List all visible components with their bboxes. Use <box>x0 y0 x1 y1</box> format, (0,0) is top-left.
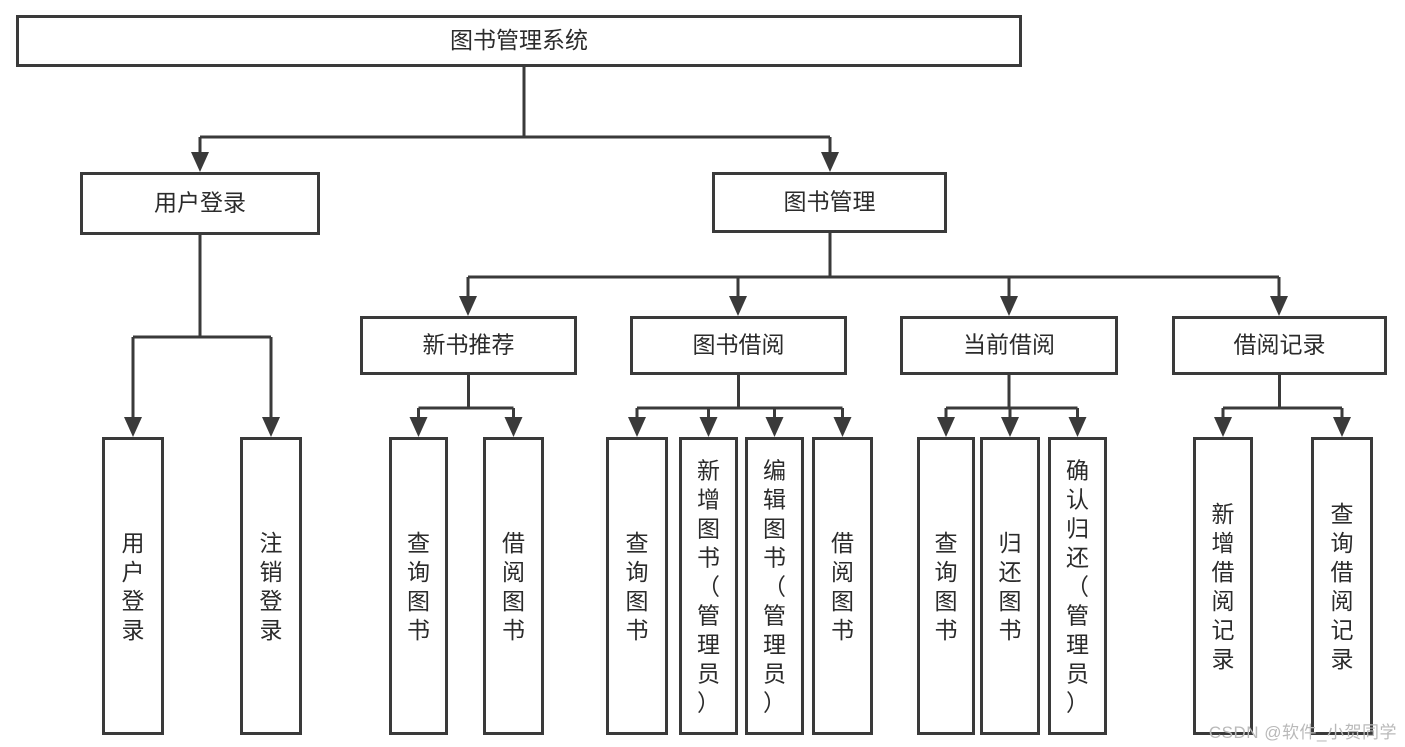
node-label: 新书推荐 <box>423 332 515 358</box>
node-leaf[interactable]: 用户登录 <box>102 437 164 735</box>
arrow-head-icon <box>765 417 784 437</box>
node-level2[interactable]: 当前借阅 <box>900 316 1118 375</box>
node-leaf[interactable]: 查询图书 <box>606 437 668 735</box>
node-label: 当前借阅 <box>963 332 1055 358</box>
node-leaf[interactable]: 新增图书（管理员） <box>679 437 738 735</box>
node-box[interactable] <box>1172 316 1387 375</box>
node-label: 查询图书 <box>935 530 958 643</box>
node-box[interactable] <box>483 437 544 735</box>
node-leaf[interactable]: 新增借阅记录 <box>1193 437 1253 735</box>
node-box[interactable] <box>679 437 738 735</box>
node-leaf[interactable]: 归还图书 <box>980 437 1040 735</box>
node-label: 查询图书 <box>407 530 430 643</box>
node-leaf[interactable]: 查询图书 <box>917 437 975 735</box>
node-label: 借阅图书 <box>502 530 525 643</box>
node-level1[interactable]: 用户登录 <box>80 172 320 235</box>
node-box[interactable] <box>812 437 873 735</box>
node-label: 借阅图书 <box>831 530 854 643</box>
node-level2[interactable]: 新书推荐 <box>360 316 577 375</box>
arrow-head-icon <box>821 152 839 172</box>
arrow-head-icon <box>262 417 280 437</box>
node-label: 查询借阅记录 <box>1331 501 1354 672</box>
node-box[interactable] <box>102 437 164 735</box>
arrow-head-icon <box>1214 417 1232 437</box>
node-leaf[interactable]: 编辑图书（管理员） <box>745 437 804 735</box>
node-box[interactable] <box>1193 437 1253 735</box>
node-box[interactable] <box>630 316 847 375</box>
node-label: 新增借阅记录 <box>1212 501 1235 672</box>
node-box[interactable] <box>745 437 804 735</box>
node-label: 确认归还（管理员） <box>1066 458 1089 716</box>
node-label: 新增图书（管理员） <box>697 458 720 716</box>
node-label: 用户登录 <box>154 190 246 216</box>
arrow-head-icon <box>124 417 142 437</box>
node-label: 归还图书 <box>999 530 1022 643</box>
node-label: 图书管理系统 <box>450 27 588 53</box>
arrow-head-icon <box>409 417 428 437</box>
node-box[interactable] <box>80 172 320 235</box>
node-label: 注销登录 <box>260 530 283 643</box>
node-leaf[interactable]: 确认归还（管理员） <box>1048 437 1107 735</box>
node-level1[interactable]: 图书管理 <box>712 172 947 233</box>
node-leaf[interactable]: 借阅图书 <box>483 437 544 735</box>
arrow-head-icon <box>191 152 209 172</box>
node-level2[interactable]: 图书借阅 <box>630 316 847 375</box>
node-box[interactable] <box>240 437 302 735</box>
arrow-head-icon <box>729 296 747 316</box>
arrow-head-icon <box>504 417 523 437</box>
node-label: 图书借阅 <box>693 332 785 358</box>
node-box[interactable] <box>712 172 947 233</box>
node-label: 编辑图书（管理员） <box>763 458 786 716</box>
node-box[interactable] <box>917 437 975 735</box>
arrow-head-icon <box>628 417 646 437</box>
node-box[interactable] <box>1048 437 1107 735</box>
node-box[interactable] <box>980 437 1040 735</box>
node-box[interactable] <box>606 437 668 735</box>
node-label: 用户登录 <box>122 530 145 643</box>
arrow-head-icon <box>1000 296 1018 316</box>
node-label: 借阅记录 <box>1234 332 1326 358</box>
arrow-head-icon <box>833 417 852 437</box>
arrow-head-icon <box>1333 417 1351 437</box>
node-leaf[interactable]: 借阅图书 <box>812 437 873 735</box>
arrow-head-icon <box>1001 417 1019 437</box>
node-root[interactable]: 图书管理系统 <box>16 15 1022 67</box>
node-leaf[interactable]: 查询借阅记录 <box>1311 437 1373 735</box>
node-level2[interactable]: 借阅记录 <box>1172 316 1387 375</box>
csdn-watermark: CSDN @软件_小贺同学 <box>1208 723 1397 742</box>
arrow-head-icon <box>1270 296 1288 316</box>
node-box[interactable] <box>900 316 1118 375</box>
arrow-head-icon <box>699 417 718 437</box>
node-box[interactable] <box>16 15 1022 67</box>
node-box[interactable] <box>1311 437 1373 735</box>
node-label: 查询图书 <box>626 530 649 643</box>
node-label: 图书管理 <box>784 189 876 215</box>
node-leaf[interactable]: 查询图书 <box>389 437 448 735</box>
node-box[interactable] <box>389 437 448 735</box>
arrow-head-icon <box>459 296 477 316</box>
arrow-head-icon <box>1068 417 1087 437</box>
node-box[interactable] <box>360 316 577 375</box>
arrow-head-icon <box>937 417 955 437</box>
node-leaf[interactable]: 注销登录 <box>240 437 302 735</box>
